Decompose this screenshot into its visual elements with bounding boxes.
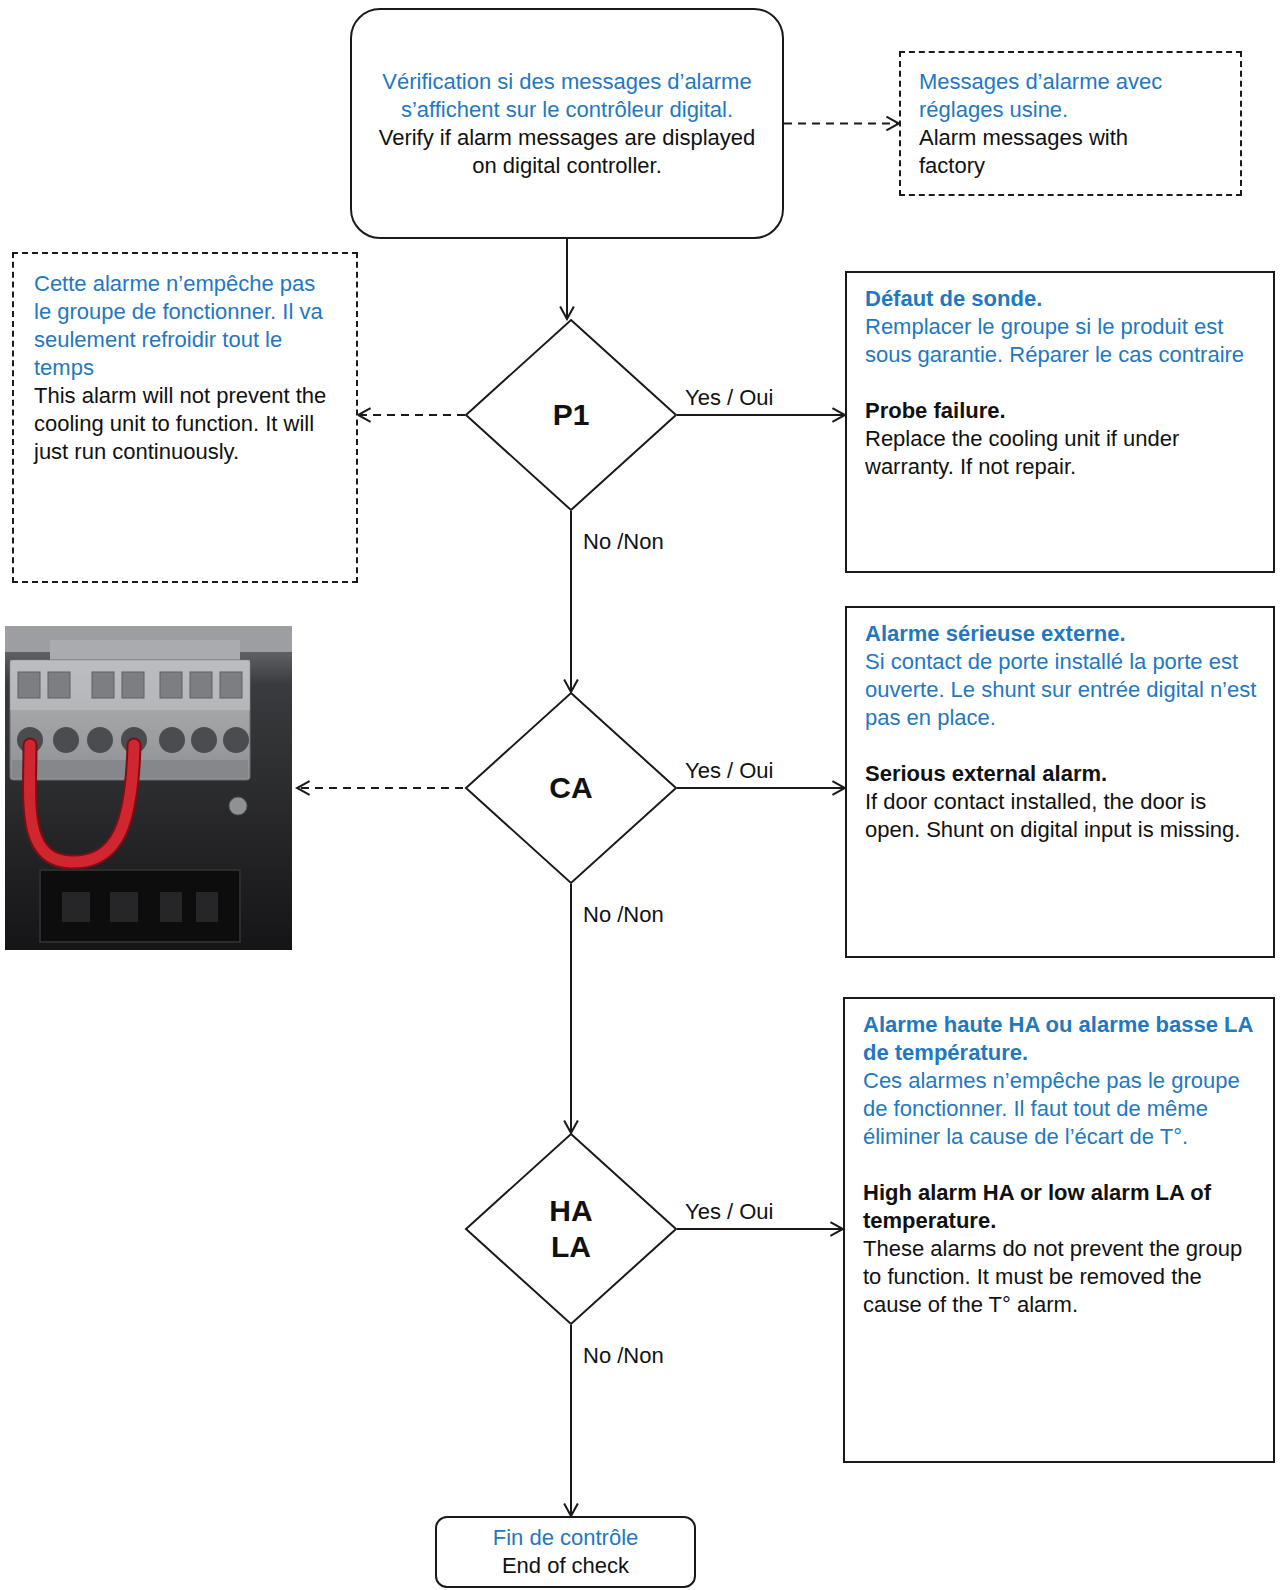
edge-label: Yes / Oui — [683, 758, 775, 784]
node-text: Fin de contrôle — [447, 1524, 684, 1552]
diamond-shape — [466, 693, 676, 883]
node-text: Vérification si des messages d’alarme s’… — [370, 68, 764, 124]
node-text: High alarm HA or low alarm LA of tempera… — [863, 1179, 1257, 1235]
process-box: Alarme sérieuse externe.Si contact de po… — [845, 606, 1275, 958]
flow-arrow — [570, 511, 572, 692]
edge-label: No /Non — [581, 529, 666, 555]
node-text: Alarme sérieuse externe. — [865, 620, 1257, 648]
decision-diamond: HA LA — [465, 1133, 677, 1325]
edge-label: No /Non — [581, 902, 666, 928]
end-box: Fin de contrôleEnd of check — [435, 1516, 696, 1588]
decision-diamond: CA — [465, 692, 677, 884]
node-text: Messages d’alarme avec réglages usine. — [919, 68, 1200, 124]
decision-diamond: P1 — [465, 319, 677, 511]
callout-arrow — [297, 787, 463, 789]
node-text: Si contact de porte installé la porte es… — [865, 648, 1257, 732]
diamond-shape — [466, 320, 676, 510]
node-text: Verify if alarm messages are displayed o… — [370, 124, 764, 180]
diamond-outline — [465, 1133, 677, 1325]
decision-label: HA LA — [541, 1193, 601, 1265]
node-text: This alarm will not prevent the cooling … — [34, 382, 336, 466]
node-text: Remplacer le groupe si le produit est so… — [865, 313, 1257, 369]
edge-label: Yes / Oui — [683, 385, 775, 411]
diamond-shape — [466, 1134, 676, 1324]
note-box: Cette alarme n’empêche pas le groupe de … — [12, 252, 358, 583]
node-text: Défaut de sonde. — [865, 285, 1257, 313]
decision-label: P1 — [541, 397, 601, 433]
node-text: Probe failure. — [865, 397, 1257, 425]
node-text: If door contact installed, the door is o… — [865, 788, 1257, 844]
dashed-arrow — [358, 414, 465, 416]
flow-arrow — [566, 239, 568, 319]
flow-arrow — [570, 1325, 572, 1516]
flow-arrow — [677, 1228, 843, 1230]
decision-label: CA — [541, 770, 601, 806]
node-text: End of check — [447, 1552, 684, 1580]
process-box: Alarme haute HA ou alarme basse LA de te… — [843, 997, 1275, 1463]
node-text: These alarms do not prevent the group to… — [863, 1235, 1257, 1319]
flow-arrow — [570, 884, 572, 1133]
start-box: Vérification si des messages d’alarme s’… — [350, 8, 784, 239]
edge-label: Yes / Oui — [683, 1199, 775, 1225]
connector-photo — [5, 626, 292, 950]
edge-label: No /Non — [581, 1343, 666, 1369]
node-text: Replace the cooling unit if under warran… — [865, 425, 1257, 481]
flow-arrow — [677, 414, 845, 416]
node-text: Ces alarmes n’empêche pas le groupe de f… — [863, 1067, 1257, 1151]
flow-arrow — [677, 787, 845, 789]
node-text: Cette alarme n’empêche pas le groupe de … — [34, 270, 336, 382]
process-box: Défaut de sonde.Remplacer le groupe si l… — [845, 271, 1275, 573]
node-text: Alarm messages with factory — [919, 124, 1200, 180]
node-text: Alarme haute HA ou alarme basse LA de te… — [863, 1011, 1257, 1067]
dashed-arrow — [784, 123, 899, 125]
node-text: Serious external alarm. — [865, 760, 1257, 788]
note-box: Messages d’alarme avec réglages usine.Al… — [899, 51, 1242, 196]
